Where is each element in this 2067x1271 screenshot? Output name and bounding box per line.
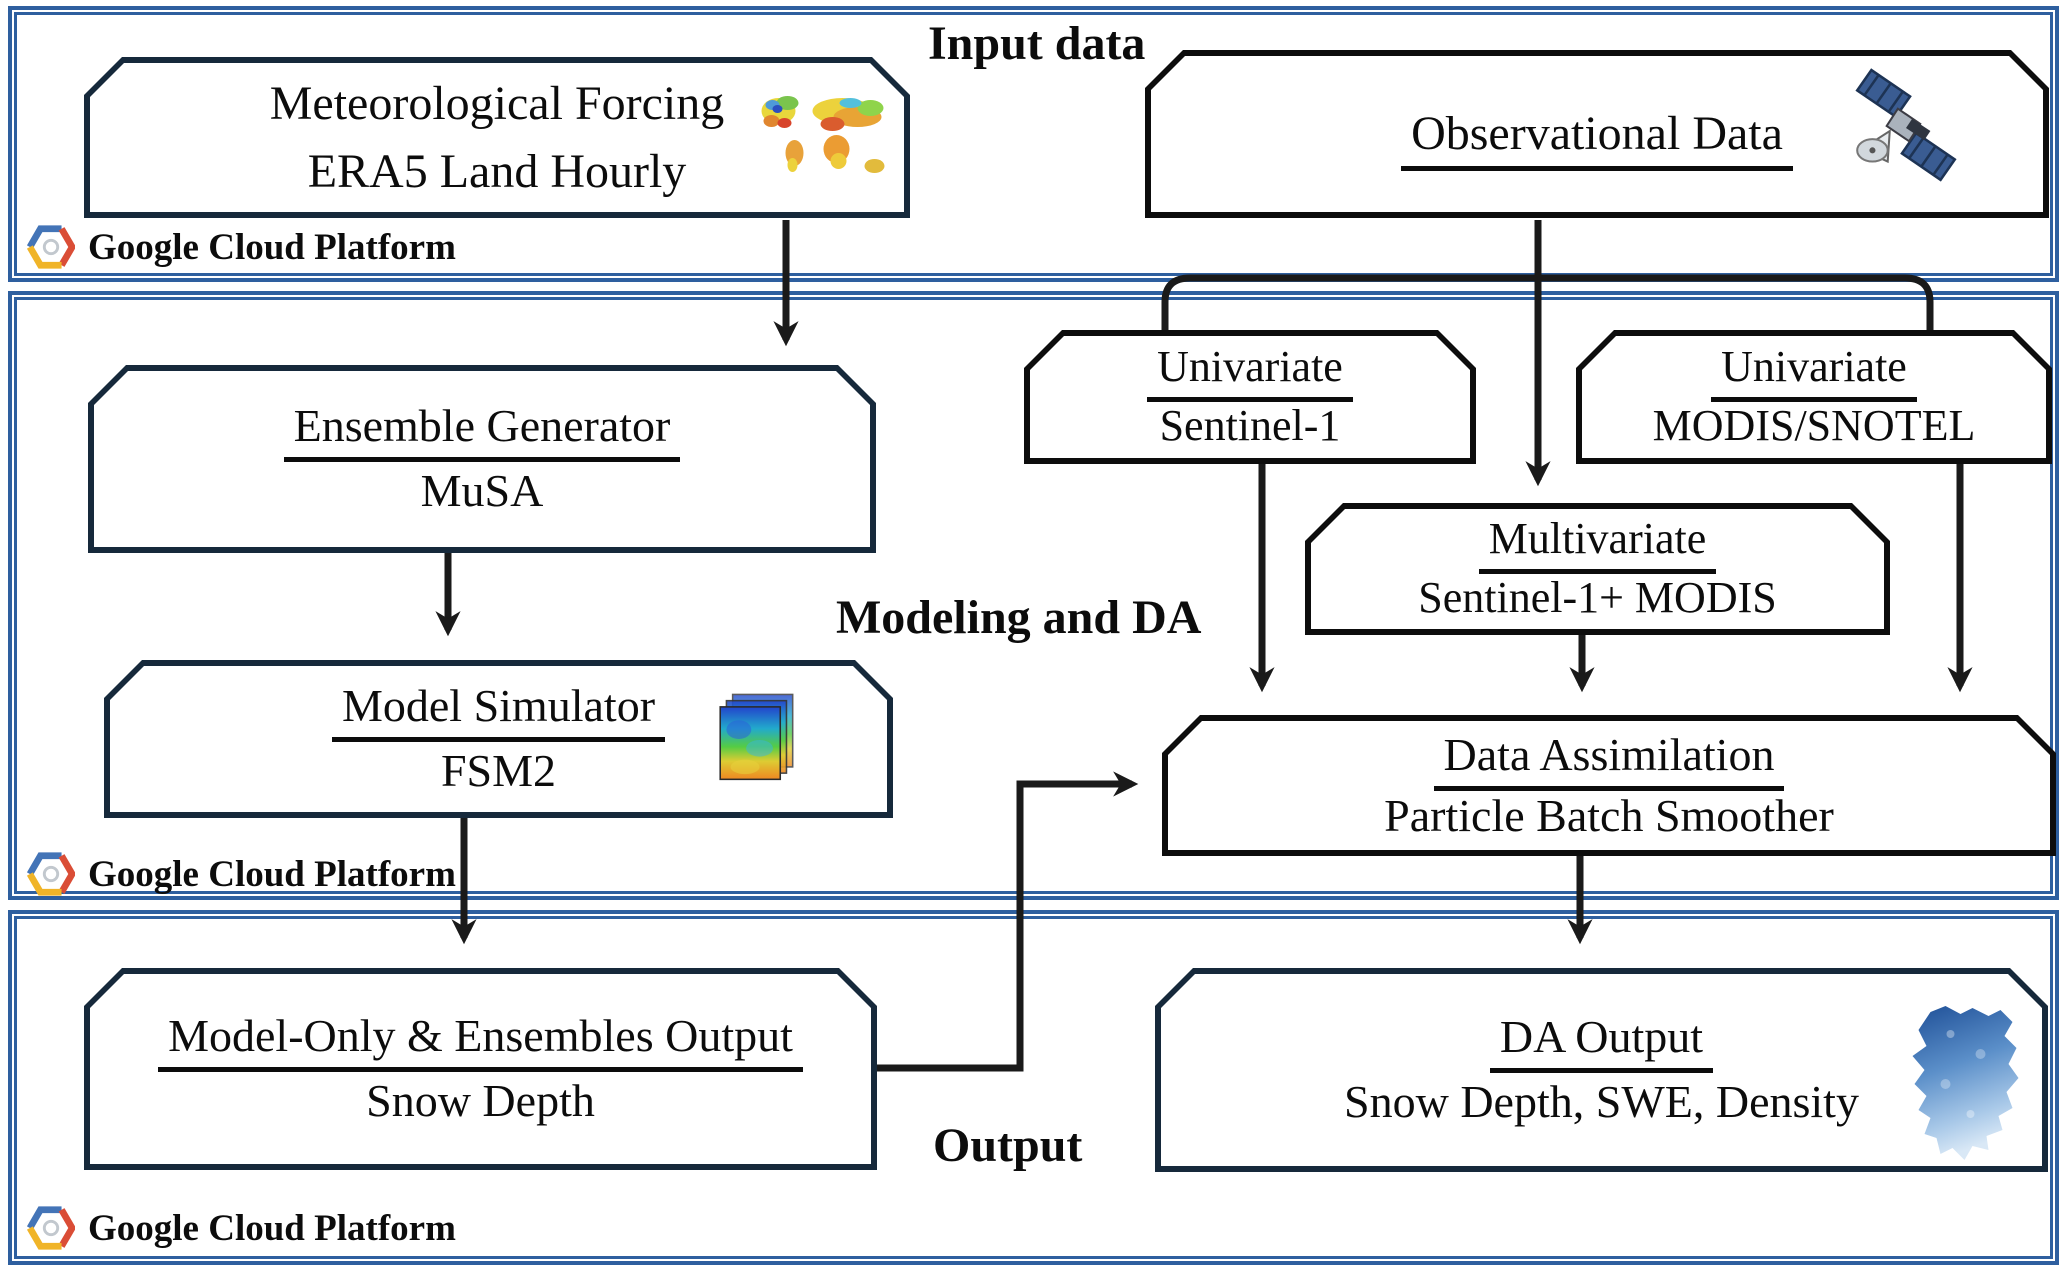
box-subtitle: Sentinel-1 <box>1159 401 1341 450</box>
box-fill <box>90 63 904 212</box>
box-title-underlined: Model Simulator <box>331 680 666 743</box>
box-univariate-modis-snotel: Univariate MODIS/SNOTEL <box>1576 330 2052 464</box>
box-title-underlined: Univariate <box>1147 342 1353 403</box>
box-title-underlined: Univariate <box>1711 342 1917 403</box>
box-fill <box>90 974 871 1164</box>
box-fill <box>1030 336 1470 458</box>
gcp-badge-output: Google Cloud Platform <box>27 1204 456 1252</box>
box-univariate-sentinel1: Univariate Sentinel-1 <box>1024 330 1476 464</box>
box-ensemble-generator: Ensemble Generator MuSA <box>88 365 876 553</box>
box-model-only-ensembles-output: Model-Only & Ensembles Output Snow Depth <box>84 968 877 1170</box>
panel-output <box>8 910 2059 1265</box>
section-label-output: Output <box>933 1119 1083 1172</box>
box-subtitle: Snow Depth <box>366 1075 595 1126</box>
box-subtitle: FSM2 <box>440 745 557 796</box>
box-subtitle: Sentinel-1+ MODIS <box>1418 573 1777 622</box>
satellite-icon <box>1845 68 1967 195</box>
branch-observational-to-univariate <box>1161 274 1934 338</box>
gcp-hexagon-icon <box>27 223 75 271</box>
box-title-underlined: Ensemble Generator <box>283 400 681 463</box>
box-fill <box>1582 336 2046 458</box>
arrow-model-output-to-da <box>877 771 1139 1072</box>
world-map-icon <box>752 81 892 201</box>
gcp-hexagon-icon <box>27 850 75 898</box>
data-cube-icon <box>714 688 802 797</box>
gcp-label: Google Cloud Platform <box>88 853 456 895</box>
box-subtitle: Particle Batch Smoother <box>1384 789 1834 841</box>
box-fill <box>1168 721 2050 850</box>
box-subtitle: MuSA <box>420 465 544 516</box>
box-observational-data: Observational Data <box>1145 50 2049 218</box>
box-title-underlined: Model-Only & Ensembles Output <box>158 1010 803 1073</box>
box-subtitle: MODIS/SNOTEL <box>1652 401 1976 450</box>
panel-modeling-and-da <box>8 291 2059 900</box>
box-model-simulator: Model Simulator FSM2 <box>104 660 893 818</box>
gcp-label: Google Cloud Platform <box>88 226 456 268</box>
box-subtitle: Snow Depth, SWE, Density <box>1344 1076 1859 1127</box>
box-subtitle: ERA5 Land Hourly <box>307 144 687 198</box>
basin-map-icon <box>1900 1004 2026 1169</box>
gcp-badge-modeling: Google Cloud Platform <box>27 850 456 898</box>
section-label-modeling-and-da: Modeling and DA <box>836 591 1202 644</box>
box-title: Meteorological Forcing <box>269 77 725 131</box>
panel-input-data <box>8 6 2059 282</box>
box-meteorological-forcing: Meteorological Forcing ERA5 Land Hourly <box>84 57 910 218</box>
gcp-badge-input: Google Cloud Platform <box>27 223 456 271</box>
box-data-assimilation: Data Assimilation Particle Batch Smoothe… <box>1162 715 2056 856</box>
box-title-underlined: DA Output <box>1489 1011 1714 1074</box>
gcp-label: Google Cloud Platform <box>88 1207 456 1249</box>
box-title-underlined: Multivariate <box>1478 514 1717 575</box>
box-da-output: DA Output Snow Depth, SWE, Density <box>1155 968 2048 1172</box>
gcp-hexagon-icon <box>27 1204 75 1252</box>
section-label-input-data: Input data <box>928 17 1146 70</box>
box-title-underlined: Observational Data <box>1401 106 1793 172</box>
box-fill <box>1151 56 2043 212</box>
box-multivariate: Multivariate Sentinel-1+ MODIS <box>1305 503 1890 635</box>
box-fill <box>94 371 870 547</box>
box-fill <box>1161 974 2042 1166</box>
box-fill <box>1311 509 1884 629</box>
box-title-underlined: Data Assimilation <box>1433 728 1785 791</box>
